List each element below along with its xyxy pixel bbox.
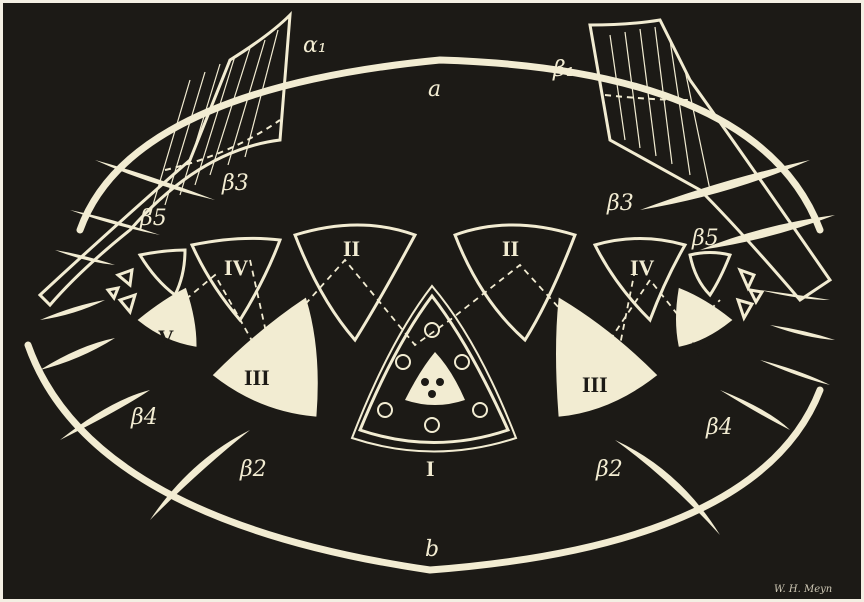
label-beta2-left: β2 [239,457,267,482]
numeral-II-right: II [502,236,519,261]
label-beta3-left: β3 [221,171,249,196]
label-a: a [428,77,441,102]
label-beta5-left: β5 [139,206,167,231]
numeral-III-right: III [582,372,608,397]
numeral-IV-right: IV [630,255,655,280]
label-beta4-right: β4 [705,415,733,440]
numeral-III-left: III [244,365,270,390]
label-alpha1: α₁ [303,33,327,58]
label-beta5-right: β5 [691,226,719,251]
label-beta2-right: β2 [595,457,623,482]
label-beta4-left: β4 [130,405,158,430]
label-beta3-right: β3 [606,191,634,216]
numeral-I: I [426,456,435,481]
numeral-V-left: V [158,325,174,350]
artist-signature: W. H. Meyn [774,584,832,595]
numeral-V-right: V [692,337,708,362]
numeral-IV-left: IV [224,255,249,280]
label-b: b [425,537,439,562]
numeral-II-left: II [343,236,360,261]
label-beta1: β₁ [552,57,575,82]
